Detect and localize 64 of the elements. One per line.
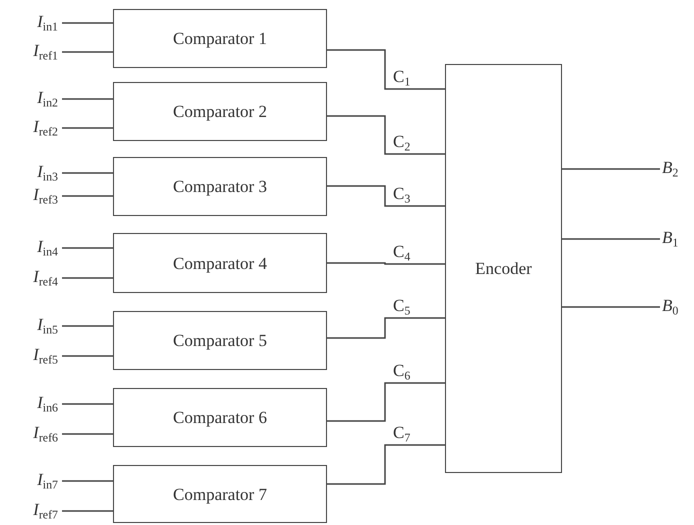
signal-label: I$_{in1}$ <box>37 12 58 34</box>
comparator-box <box>113 388 327 447</box>
signal-label: I$_{ref3}$ <box>33 186 58 206</box>
signal-label: I$_{in2}$ <box>37 88 58 110</box>
comparator-box <box>113 233 327 293</box>
block-label: Comparator 6 <box>173 409 267 426</box>
block-label: Comparator 4 <box>173 254 267 272</box>
signal-label: I$_{ref4}$ <box>33 268 58 288</box>
wire <box>327 115 445 155</box>
edge-label: C$_{7}$ <box>392 424 412 444</box>
signal-label: I$_{ref2}$ <box>33 118 58 138</box>
wire <box>62 277 113 279</box>
edge-label: C$_{1}$ <box>392 68 412 88</box>
wire <box>562 306 660 308</box>
wire <box>62 510 113 512</box>
signal-label: I$_{ref7}$ <box>33 500 58 522</box>
block-label: Comparator 1 <box>173 30 267 47</box>
wire <box>62 98 113 100</box>
signal-label: B$_{1}$ <box>662 228 678 250</box>
signal-label: I$_{in4}$ <box>37 238 58 258</box>
wire <box>327 49 445 90</box>
signal-label: I$_{in6}$ <box>37 394 58 414</box>
wire <box>327 382 445 422</box>
wire <box>62 51 113 53</box>
block-label: Encoder <box>475 260 532 277</box>
comparator-box <box>113 157 327 216</box>
signal-label: I$_{ref1}$ <box>33 42 58 62</box>
wire <box>62 127 113 129</box>
block-label: Comparator 5 <box>173 332 267 349</box>
wire <box>62 172 113 174</box>
signal-label: I$_{in7}$ <box>37 470 58 492</box>
signal-label: I$_{in3}$ <box>37 162 58 184</box>
edge-label: C$_{2}$ <box>392 133 412 154</box>
encoder-box <box>445 64 562 473</box>
wire <box>62 403 113 405</box>
wire <box>327 444 445 485</box>
signal-label: I$_{in5}$ <box>37 316 58 336</box>
wire <box>327 317 445 339</box>
signal-label: B$_{0}$ <box>662 296 678 318</box>
comparator-box <box>113 465 327 523</box>
signal-label: B$_{2}$ <box>662 158 678 180</box>
wire <box>62 480 113 482</box>
edge-label: C$_{4}$ <box>392 243 412 264</box>
wire <box>562 168 660 170</box>
wire <box>62 325 113 327</box>
wire <box>62 195 113 197</box>
wire <box>62 355 113 357</box>
edge-label: C$_{6}$ <box>392 362 412 382</box>
wire <box>562 238 660 240</box>
wire <box>62 433 113 435</box>
edge-label: C$_{5}$ <box>392 297 412 318</box>
comparator-box <box>113 82 327 141</box>
comparator-box <box>113 311 327 370</box>
block-label: Comparator 3 <box>173 178 267 195</box>
signal-label: I$_{ref6}$ <box>33 424 58 444</box>
wire <box>62 22 113 24</box>
wire <box>327 262 445 265</box>
signal-label: I$_{ref5}$ <box>33 346 58 366</box>
wire <box>62 247 113 249</box>
wire <box>327 185 445 207</box>
block-label: Comparator 7 <box>173 486 267 502</box>
edge-label: C$_{3}$ <box>392 185 412 206</box>
block-label: Comparator 2 <box>173 103 267 120</box>
comparator-box <box>113 9 327 68</box>
